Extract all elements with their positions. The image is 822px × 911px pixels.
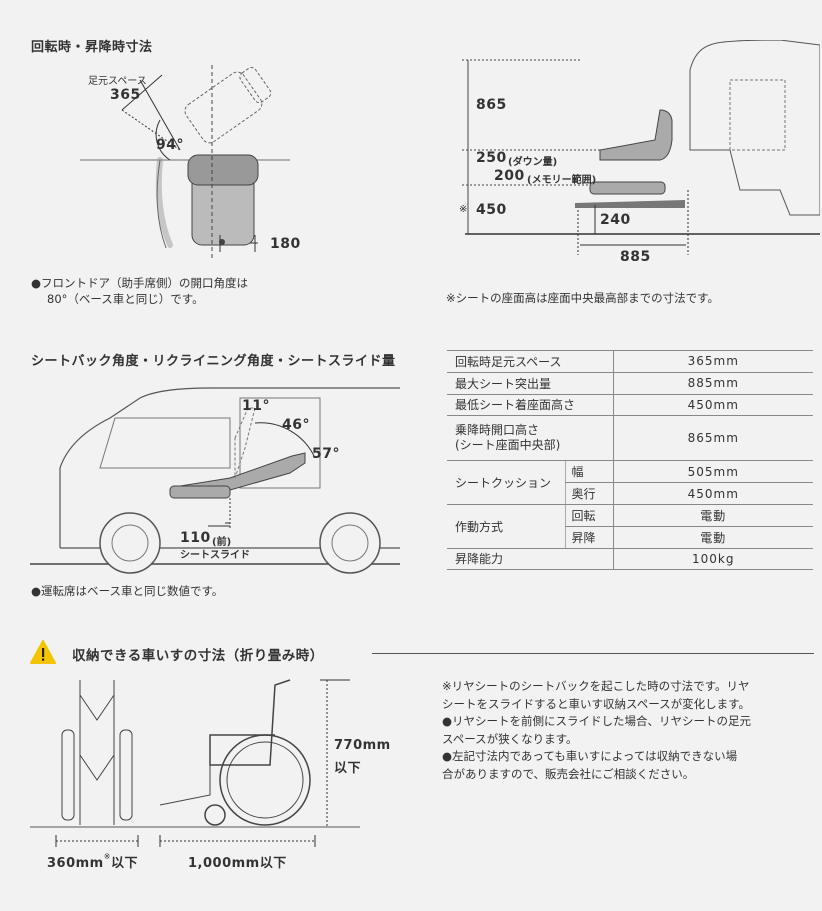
slide-label: シートスライド xyxy=(180,550,250,561)
dim-865: 865 xyxy=(476,97,507,113)
row-label: 回転時足元スペース xyxy=(447,350,613,373)
section-title-seatback: シートバック角度・リクライニング角度・シートスライド量 xyxy=(31,354,396,369)
dim-200-label: (メモリー範囲) xyxy=(527,175,597,186)
table-row: 回転時足元スペース 365mm xyxy=(447,350,813,373)
row-value: 865mm xyxy=(612,415,813,462)
wheelchair-diagram xyxy=(30,679,360,847)
row-value: 450mm xyxy=(612,394,813,417)
row-value: 505mm xyxy=(612,460,813,484)
title-rule xyxy=(372,653,814,654)
table-row: 乗降時開口高さ (シート座面中央部) 865mm xyxy=(447,415,813,462)
width-suffix: 以下 xyxy=(110,856,138,871)
row-sublabel: 回転 xyxy=(564,504,613,527)
row-label: 最低シート着座面高さ xyxy=(447,394,613,417)
width-number: 360mm xyxy=(47,856,104,871)
warning-icon xyxy=(30,640,56,664)
dim-250: 250 xyxy=(476,150,507,166)
table-row: 最低シート着座面高さ 450mm xyxy=(447,394,813,417)
table-row: 奥行 450mm xyxy=(447,482,813,505)
row-sublabel: 奥行 xyxy=(564,482,613,505)
door-note-line1: ●フロントドア（助手席側）の開口角度は xyxy=(31,276,249,290)
table-row: 最大シート突出量 885mm xyxy=(447,372,813,395)
seat-height-note: ※シートの座面高は座面中央最高部までの寸法です。 xyxy=(446,291,719,305)
dim-200: 200 xyxy=(494,168,525,184)
seat-width-value: 180 xyxy=(270,236,301,252)
section-title-wheelchair: 収納できる車いすの寸法（折り畳み時） xyxy=(72,648,324,664)
section-title-rotation: 回転時・昇降時寸法 xyxy=(31,40,153,55)
wheelchair-height-suffix: 以下 xyxy=(334,761,362,776)
car-side-diagram xyxy=(30,387,400,574)
row-label: 昇降能力 xyxy=(447,548,613,571)
rotation-seat-diagram xyxy=(80,65,290,260)
note-line: ●左記寸法内であっても車いすによっては収納できない場 xyxy=(442,749,738,763)
row-value: 885mm xyxy=(612,372,813,395)
row-value: 電動 xyxy=(612,526,813,549)
row-value: 365mm xyxy=(612,350,813,373)
angle-46: 46° xyxy=(282,417,310,433)
row-label: 最大シート突出量 xyxy=(447,372,613,395)
footspace-label: 足元スペース xyxy=(88,76,147,87)
wheelchair-length-value: 1,000mm以下 xyxy=(188,856,287,871)
angle-11: 11° xyxy=(242,398,270,414)
note-line: 合がありますので、販売会社にご相談ください。 xyxy=(442,766,695,781)
row-label-line2: (シート座面中央部) xyxy=(455,438,561,453)
dim-240: 240 xyxy=(600,212,631,228)
row-sublabel: 幅 xyxy=(564,460,613,484)
note-line: ●リヤシートを前側にスライドした場合、リヤシートの足元 xyxy=(442,714,752,728)
row-value: 100kg xyxy=(612,548,813,571)
slide-value: 110 xyxy=(180,530,211,546)
row-label: 作動方式 xyxy=(447,504,565,549)
wheelchair-width-value: 360mm※以下 xyxy=(47,852,138,871)
seat-height-diagram xyxy=(462,40,820,255)
row-label: シートクッション xyxy=(447,460,565,505)
door-angle-value: 94° xyxy=(156,137,184,153)
note-line: スペースが狭くなります。 xyxy=(442,731,578,746)
dim-885: 885 xyxy=(620,249,651,265)
dim-450: 450 xyxy=(476,202,507,218)
wheelchair-height-value: 770mm xyxy=(334,738,391,753)
dim-450-mark: ※ xyxy=(459,204,468,215)
table-row: 昇降能力 100kg xyxy=(447,548,813,571)
angle-57: 57° xyxy=(312,446,340,462)
note-line: ※リヤシートのシートバックを起こした時の寸法です。リヤ xyxy=(442,679,750,693)
driver-seat-note: ●運転席はベース車と同じ数値です。 xyxy=(31,584,224,598)
row-label: 乗降時開口高さ (シート座面中央部) xyxy=(447,415,613,462)
row-value: 電動 xyxy=(612,504,813,527)
wheelchair-notes: ※リヤシートのシートバックを起こした時の寸法です。リヤ シートをスライドすると車… xyxy=(442,678,751,783)
note-line: シートをスライドすると車いす収納スペースが変化します。 xyxy=(442,696,750,711)
table-row: 作動方式 回転 電動 xyxy=(447,504,813,549)
width-mark: ※ xyxy=(103,852,111,861)
table-row: 昇降 電動 xyxy=(447,526,813,549)
row-value: 450mm xyxy=(612,482,813,505)
slide-paren: (前) xyxy=(212,537,232,548)
row-sublabel: 昇降 xyxy=(564,526,613,549)
dim-250-label: (ダウン量) xyxy=(508,157,558,168)
door-note-line2: 80°（ベース車と同じ）です。 xyxy=(47,292,204,306)
row-label-line1: 乗降時開口高さ xyxy=(455,423,540,438)
spec-table: 回転時足元スペース 365mm 最大シート突出量 885mm 最低シート着座面高… xyxy=(447,350,813,571)
table-row: シートクッション 幅 505mm xyxy=(447,460,813,505)
footspace-value: 365 xyxy=(110,87,141,103)
